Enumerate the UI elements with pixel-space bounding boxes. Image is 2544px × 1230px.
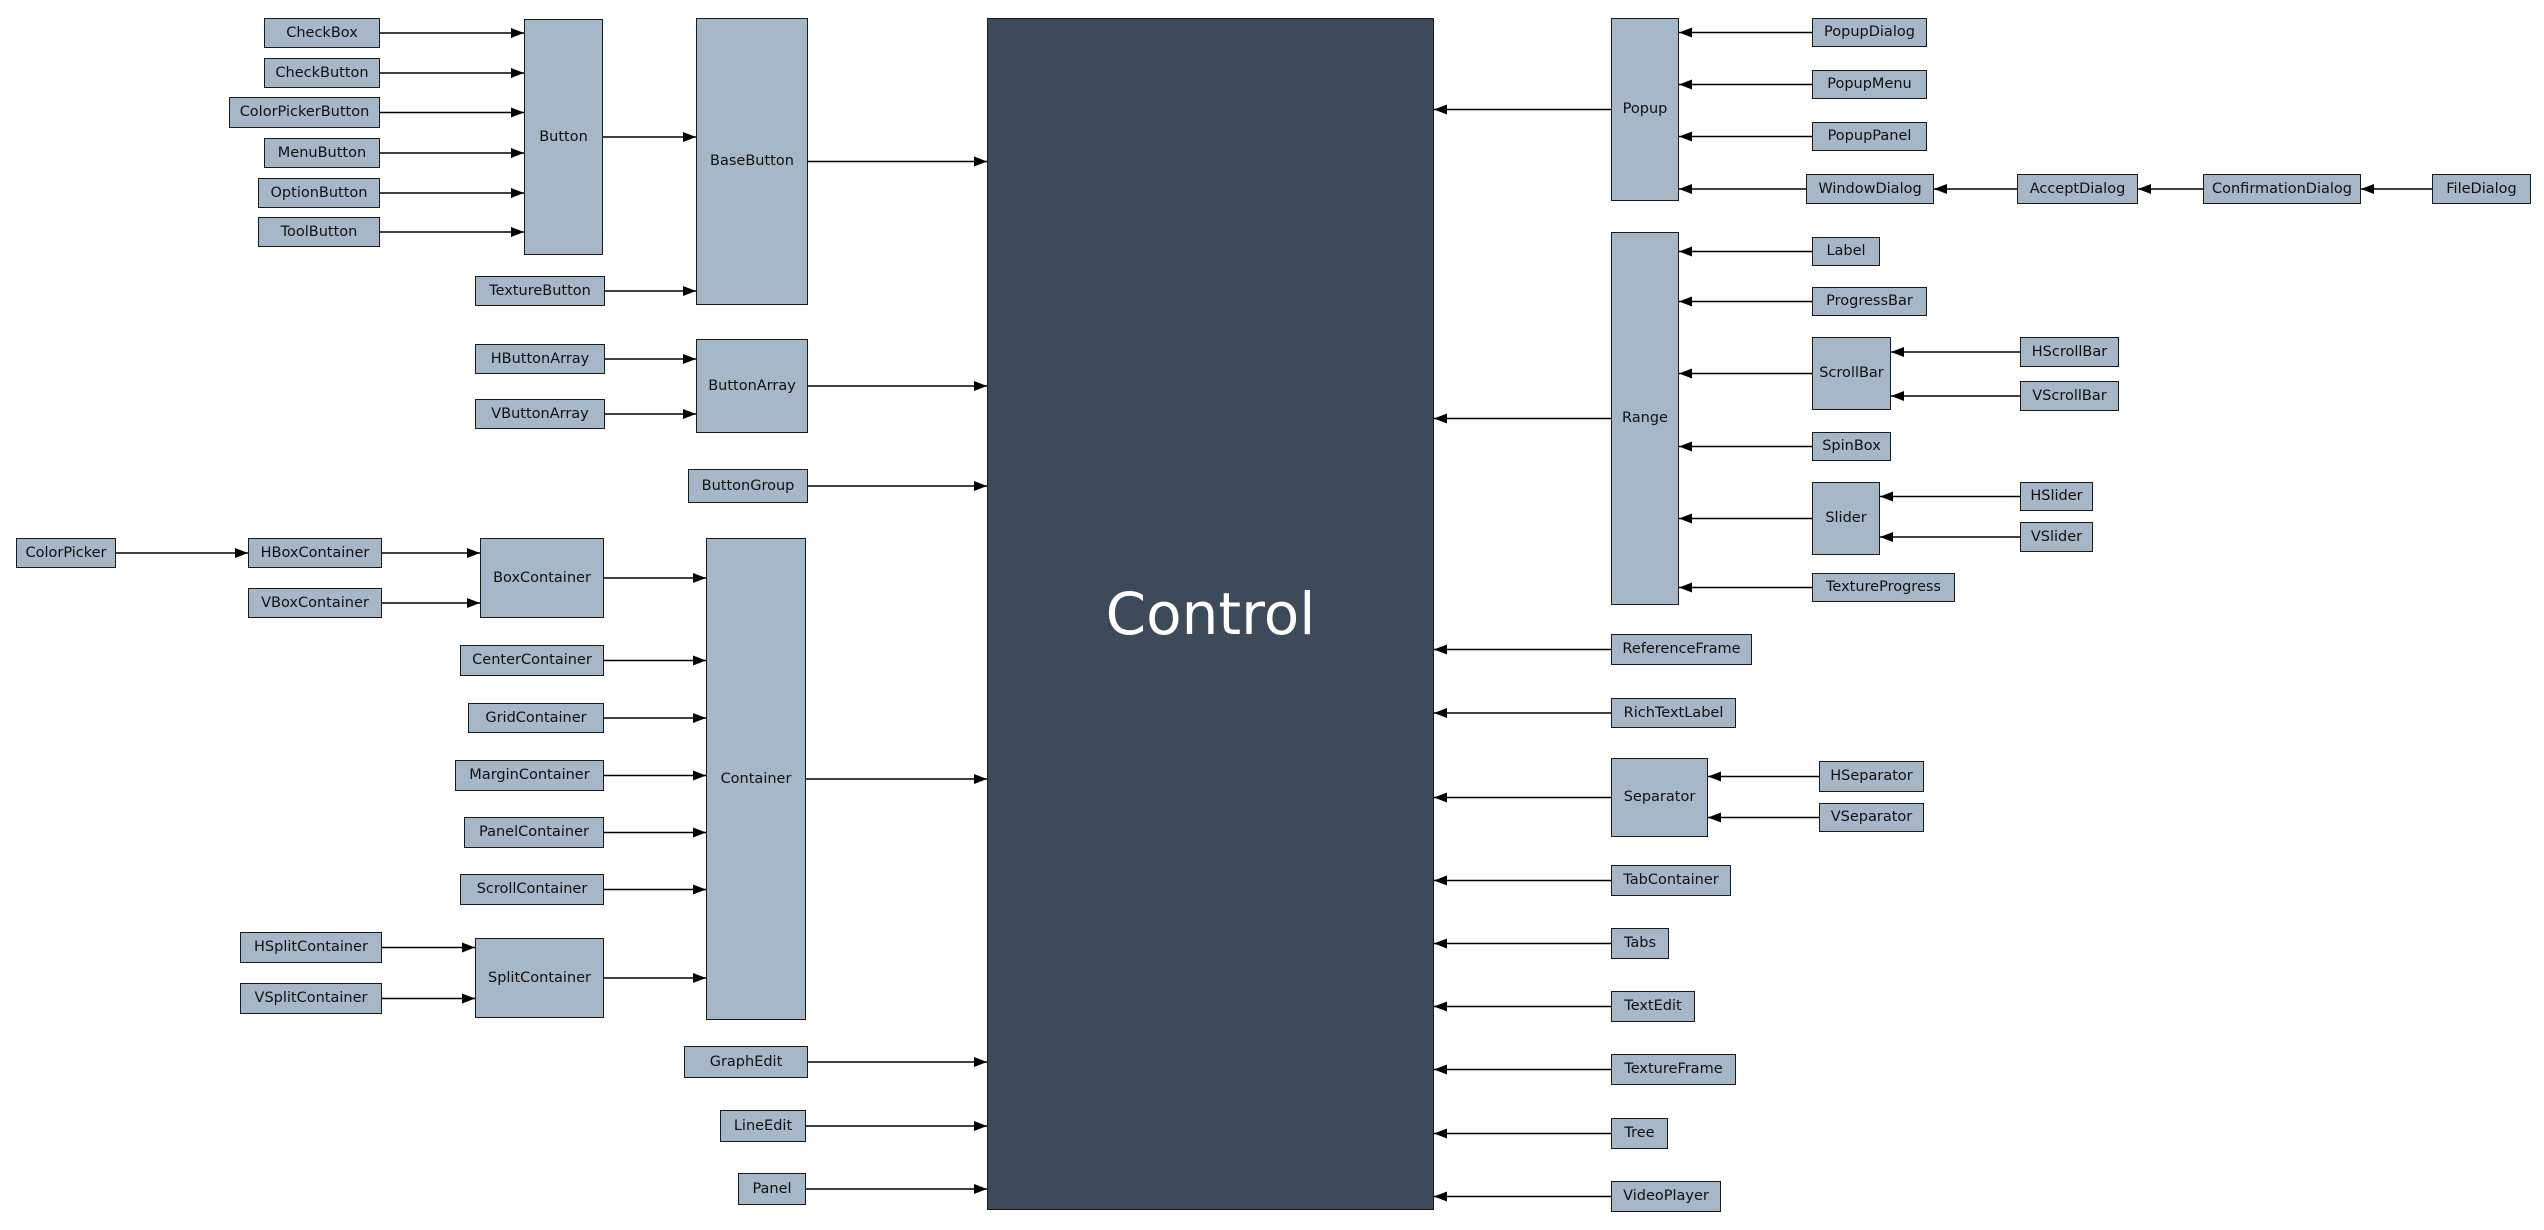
node-basebutton[interactable]: BaseButton [696, 18, 808, 305]
node-tabcontainer[interactable]: TabContainer [1611, 865, 1731, 896]
node-vsplitcontainer[interactable]: VSplitContainer [240, 983, 382, 1014]
node-texturebutton[interactable]: TextureButton [475, 276, 605, 306]
node-colorpickerbutton[interactable]: ColorPickerButton [229, 97, 380, 128]
node-filedialog[interactable]: FileDialog [2432, 174, 2531, 204]
node-tabs[interactable]: Tabs [1611, 928, 1669, 959]
node-lineedit[interactable]: LineEdit [720, 1110, 806, 1142]
node-colorpicker[interactable]: ColorPicker [16, 538, 116, 568]
node-optionbutton[interactable]: OptionButton [258, 178, 380, 208]
node-vboxcontainer[interactable]: VBoxContainer [248, 588, 382, 618]
node-graphedit[interactable]: GraphEdit [684, 1046, 808, 1078]
node-windowdialog[interactable]: WindowDialog [1806, 174, 1934, 204]
node-label[interactable]: Label [1812, 237, 1880, 266]
node-boxcontainer[interactable]: BoxContainer [480, 538, 604, 618]
node-centercontainer[interactable]: CenterContainer [460, 645, 604, 676]
node-slider[interactable]: Slider [1812, 482, 1880, 555]
node-margincontainer[interactable]: MarginContainer [455, 760, 604, 791]
node-hboxcontainer[interactable]: HBoxContainer [248, 538, 382, 568]
node-popup[interactable]: Popup [1611, 18, 1679, 201]
node-acceptdialog[interactable]: AcceptDialog [2017, 174, 2138, 204]
node-vscrollbar[interactable]: VScrollBar [2020, 381, 2119, 411]
node-hscrollbar[interactable]: HScrollBar [2020, 337, 2119, 367]
node-panel[interactable]: Panel [738, 1173, 806, 1205]
node-splitcontainer[interactable]: SplitContainer [475, 938, 604, 1018]
node-container[interactable]: Container [706, 538, 806, 1020]
node-separator[interactable]: Separator [1611, 758, 1708, 837]
node-hbuttonarray[interactable]: HButtonArray [475, 344, 605, 374]
node-range[interactable]: Range [1611, 232, 1679, 605]
node-videoplayer[interactable]: VideoPlayer [1611, 1181, 1721, 1212]
node-confirmationdialog[interactable]: ConfirmationDialog [2203, 174, 2361, 204]
node-popupdialog[interactable]: PopupDialog [1812, 18, 1927, 47]
node-vbuttonarray[interactable]: VButtonArray [475, 399, 605, 429]
node-vslider[interactable]: VSlider [2020, 522, 2093, 552]
node-textedit[interactable]: TextEdit [1611, 991, 1695, 1022]
node-hseparator[interactable]: HSeparator [1819, 761, 1924, 792]
node-toolbutton[interactable]: ToolButton [258, 217, 380, 247]
node-progressbar[interactable]: ProgressBar [1812, 287, 1927, 316]
node-hslider[interactable]: HSlider [2020, 482, 2093, 511]
node-vseparator[interactable]: VSeparator [1819, 803, 1924, 832]
node-scrollbar[interactable]: ScrollBar [1812, 337, 1891, 410]
node-popuppanel[interactable]: PopupPanel [1812, 122, 1927, 151]
node-richtextlabel[interactable]: RichTextLabel [1611, 698, 1736, 728]
node-spinbox[interactable]: SpinBox [1812, 432, 1891, 461]
node-textureframe[interactable]: TextureFrame [1611, 1054, 1736, 1085]
node-buttongroup[interactable]: ButtonGroup [688, 469, 808, 503]
node-popupmenu[interactable]: PopupMenu [1812, 70, 1927, 99]
node-tree[interactable]: Tree [1611, 1118, 1668, 1149]
node-checkbox[interactable]: CheckBox [264, 18, 380, 48]
node-menubutton[interactable]: MenuButton [264, 138, 380, 168]
node-control[interactable]: Control [987, 18, 1434, 1210]
node-scrollcontainer[interactable]: ScrollContainer [460, 874, 604, 905]
node-textureprogress[interactable]: TextureProgress [1812, 573, 1955, 602]
node-button[interactable]: Button [524, 19, 603, 255]
node-hsplitcontainer[interactable]: HSplitContainer [240, 932, 382, 963]
node-checkbutton[interactable]: CheckButton [264, 58, 380, 88]
node-gridcontainer[interactable]: GridContainer [468, 703, 604, 733]
node-referenceframe[interactable]: ReferenceFrame [1611, 634, 1752, 665]
node-buttonarray[interactable]: ButtonArray [696, 339, 808, 433]
node-panelcontainer[interactable]: PanelContainer [464, 817, 604, 848]
